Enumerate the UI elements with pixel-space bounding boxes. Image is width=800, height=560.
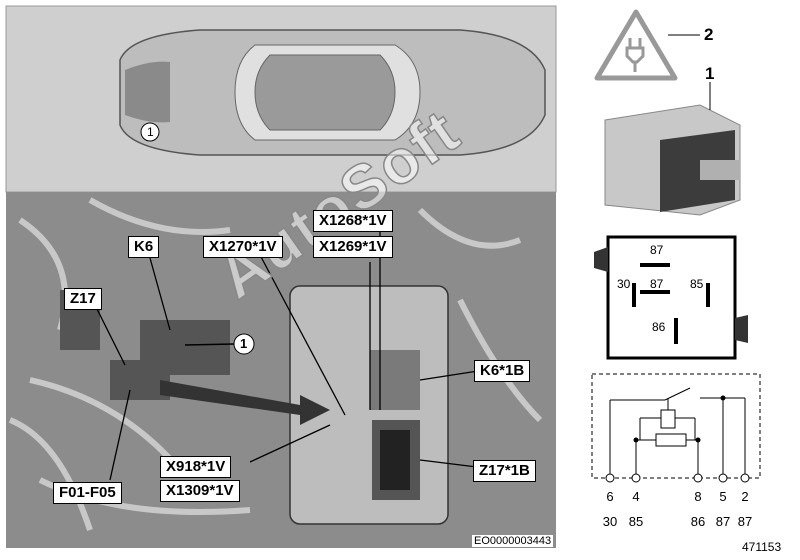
relay-pin-right: 85	[690, 277, 704, 291]
label-z17: Z17	[64, 288, 102, 310]
warning-triangle-icon	[594, 9, 678, 81]
terminal-2: 2	[741, 489, 749, 504]
designation-30: 30	[602, 514, 618, 529]
relay-photo	[604, 104, 741, 216]
car-top-view	[119, 29, 546, 156]
label-x1309: X1309*1V	[160, 480, 240, 502]
warning-item-number: 2	[704, 25, 714, 44]
terminal-6: 6	[606, 489, 614, 504]
relay-schematic	[591, 373, 761, 479]
label-leaders	[94, 232, 486, 481]
label-x1270: X1270*1V	[203, 236, 283, 258]
relay-face	[594, 235, 748, 360]
label-f01-f05: F01-F05	[53, 482, 122, 504]
label-x1268: X1268*1V	[313, 210, 393, 232]
relay-pin-left: 30	[617, 277, 631, 291]
figure-number: 471153	[742, 540, 782, 554]
label-k6-1b: K6*1B	[474, 360, 531, 382]
schematic-terminals	[605, 473, 750, 483]
relay-pin-bottom: 86	[652, 320, 666, 334]
inset-connectors	[370, 350, 420, 500]
designation-87a: 87	[715, 514, 731, 529]
relay-pin-center: 87	[650, 277, 664, 291]
label-z17-1b: Z17*1B	[473, 460, 536, 482]
designation-86: 86	[690, 514, 706, 529]
terminal-4: 4	[632, 489, 640, 504]
label-k6: K6	[128, 236, 160, 258]
terminal-5: 5	[719, 489, 727, 504]
label-x1269: X1269*1V	[313, 236, 393, 258]
designation-85: 85	[628, 514, 644, 529]
engine-callout-leader	[184, 343, 235, 346]
relay-pin-top: 87	[650, 243, 664, 257]
image-code: EO0000003443	[472, 535, 554, 547]
label-x918: X918*1V	[160, 456, 232, 478]
relay-item-number: 1	[705, 64, 715, 83]
car-callout-number: 1	[147, 125, 154, 139]
terminal-8: 8	[694, 489, 702, 504]
designation-87b: 87	[737, 514, 753, 529]
inset-pointer	[160, 380, 330, 425]
schematic-junctions	[633, 395, 726, 443]
engine-callout-number: 1	[240, 336, 248, 351]
